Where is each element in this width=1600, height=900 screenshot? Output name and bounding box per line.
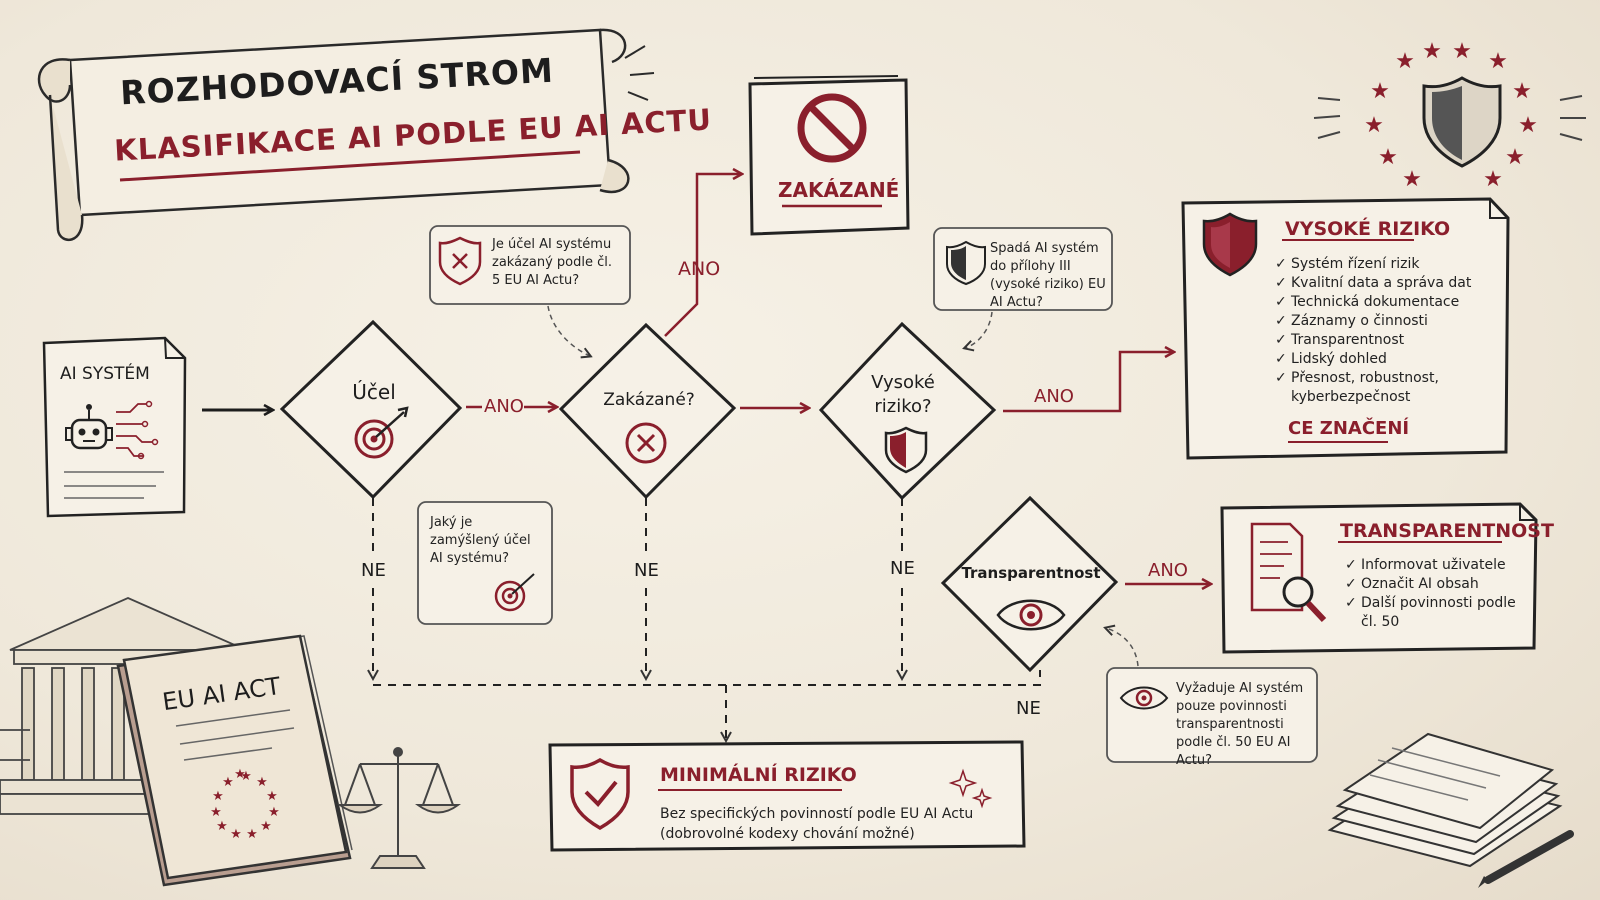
minimal-risk-title: MINIMÁLNÍ RIZIKO (660, 764, 857, 786)
shield-check-icon (570, 757, 630, 831)
high-risk-item: Kvalitní data a správa dat (1275, 274, 1495, 293)
svg-text:★: ★ (216, 819, 228, 834)
ce-marking-label: CE ZNAČENÍ (1288, 418, 1410, 439)
target-icon (354, 406, 409, 459)
high-risk-item: Transparentnost (1275, 331, 1495, 350)
diamond-transparentnost (940, 495, 1119, 673)
svg-text:★: ★ (1364, 113, 1384, 138)
svg-text:★: ★ (1370, 79, 1390, 104)
edge-label-ne-4: NE (1016, 698, 1041, 719)
note-vysoke: Spadá AI systém do přílohy III (vysoké r… (990, 241, 1106, 310)
svg-text:★: ★ (1422, 39, 1442, 64)
svg-text:★: ★ (266, 789, 278, 804)
edge-vysoke-highrisk (1003, 352, 1173, 413)
minimal-risk-text-1: Bez specifických povinností podle EU AI … (660, 806, 974, 822)
high-risk-item: Přesnost, robustnost, kyberbezpečnost (1275, 369, 1461, 407)
eye-icon (996, 599, 1066, 631)
edge-label-ne-2: NE (634, 560, 659, 581)
high-risk-item: Záznamy o činnosti (1275, 312, 1495, 331)
svg-text:★: ★ (1488, 49, 1508, 74)
transparency-item: Označit AI obsah (1345, 575, 1525, 594)
ne-dashed-edges (373, 498, 1041, 740)
edge-label-ne-3: NE (890, 558, 915, 579)
robot-icon (65, 400, 159, 460)
svg-text:★: ★ (246, 827, 258, 842)
high-risk-item: Technická dokumentace (1275, 293, 1495, 312)
svg-text:★: ★ (1505, 145, 1525, 170)
diamond-vysoke (818, 321, 997, 501)
svg-text:★: ★ (256, 775, 268, 790)
transparency-title: TRANSPARENTNOST (1340, 520, 1554, 542)
edge-label-ne-1: NE (361, 560, 386, 581)
ai-system-label: AI SYSTÉM (60, 364, 150, 384)
note-zakazane: Je účel AI systému zakázaný podle čl. 5 … (492, 237, 613, 288)
decision-vysoke-label-1: Vysoké (871, 372, 935, 393)
paper-stack-icon (1327, 732, 1563, 868)
svg-text:★: ★ (1395, 49, 1415, 74)
shield-icon (884, 426, 928, 474)
ai-system-document (42, 336, 187, 518)
edge-label-ano-3: ANO (1034, 386, 1074, 407)
edge-label-ano-2: ANO (678, 258, 721, 280)
svg-text:★: ★ (1402, 167, 1422, 192)
note-ucel: Jaký je zamýšlený účel AI systému? (430, 515, 531, 566)
svg-text:★: ★ (1483, 167, 1503, 192)
transparency-list: Informovat uživatele Označit AI obsah Da… (1345, 556, 1525, 632)
svg-text:★: ★ (260, 819, 272, 834)
edge-label-ano-1: ANO (484, 396, 524, 417)
svg-text:★: ★ (1512, 79, 1532, 104)
note-transparentnost: Vyžaduje AI systém pouze povinnosti tran… (1176, 681, 1304, 768)
prohibited-icon (797, 93, 867, 163)
svg-text:★: ★ (230, 827, 242, 842)
svg-text:★: ★ (268, 805, 280, 820)
eu-stars-shield-icon: ★★★ ★★★ ★★★ ★★★ (1313, 39, 1586, 192)
edge-zakazane-prohibited (664, 174, 741, 337)
svg-text:★: ★ (222, 775, 234, 790)
document-search-icon (1250, 522, 1327, 623)
transparency-item: Informovat uživatele (1345, 556, 1525, 575)
decision-vysoke-label-2: riziko? (874, 396, 932, 417)
pen-icon (1478, 830, 1574, 888)
svg-text:★: ★ (1452, 39, 1472, 64)
high-risk-item: Systém řízení rizik (1275, 255, 1495, 274)
decision-transparentnost-label: Transparentnost (961, 564, 1101, 582)
prohibited-title: ZAKÁZANÉ (778, 178, 900, 202)
transparency-item: Další povinnosti podle čl. 50 (1345, 594, 1521, 632)
svg-text:★: ★ (240, 769, 252, 784)
high-risk-list: Systém řízení rizik Kvalitní data a sprá… (1275, 255, 1495, 407)
svg-text:★: ★ (1518, 113, 1538, 138)
decision-ucel-label: Účel (352, 380, 396, 404)
svg-text:★: ★ (234, 767, 246, 782)
eu-ai-act-book: ★★★ ★★★ ★★★ ★★★ (116, 634, 353, 887)
edge-label-ano-4: ANO (1148, 560, 1188, 581)
cross-circle-icon (625, 422, 667, 464)
svg-text:★: ★ (1378, 145, 1398, 170)
high-risk-item: Lidský dohled (1275, 350, 1495, 369)
prohibited-box (748, 75, 910, 236)
minimal-risk-box (548, 740, 1026, 852)
diamond-ucel (279, 319, 463, 500)
svg-text:★: ★ (212, 789, 224, 804)
decision-zakazane-label: Zakázané? (603, 390, 695, 410)
scales-icon (336, 747, 462, 869)
diamond-zakazane (558, 322, 737, 500)
svg-text:★: ★ (210, 805, 222, 820)
minimal-risk-text-2: (dobrovolné kodexy chování možné) (660, 826, 915, 842)
note-icons (438, 236, 1169, 710)
high-risk-title: VYSOKÉ RIZIKO (1285, 218, 1451, 240)
title-scroll (37, 28, 655, 242)
